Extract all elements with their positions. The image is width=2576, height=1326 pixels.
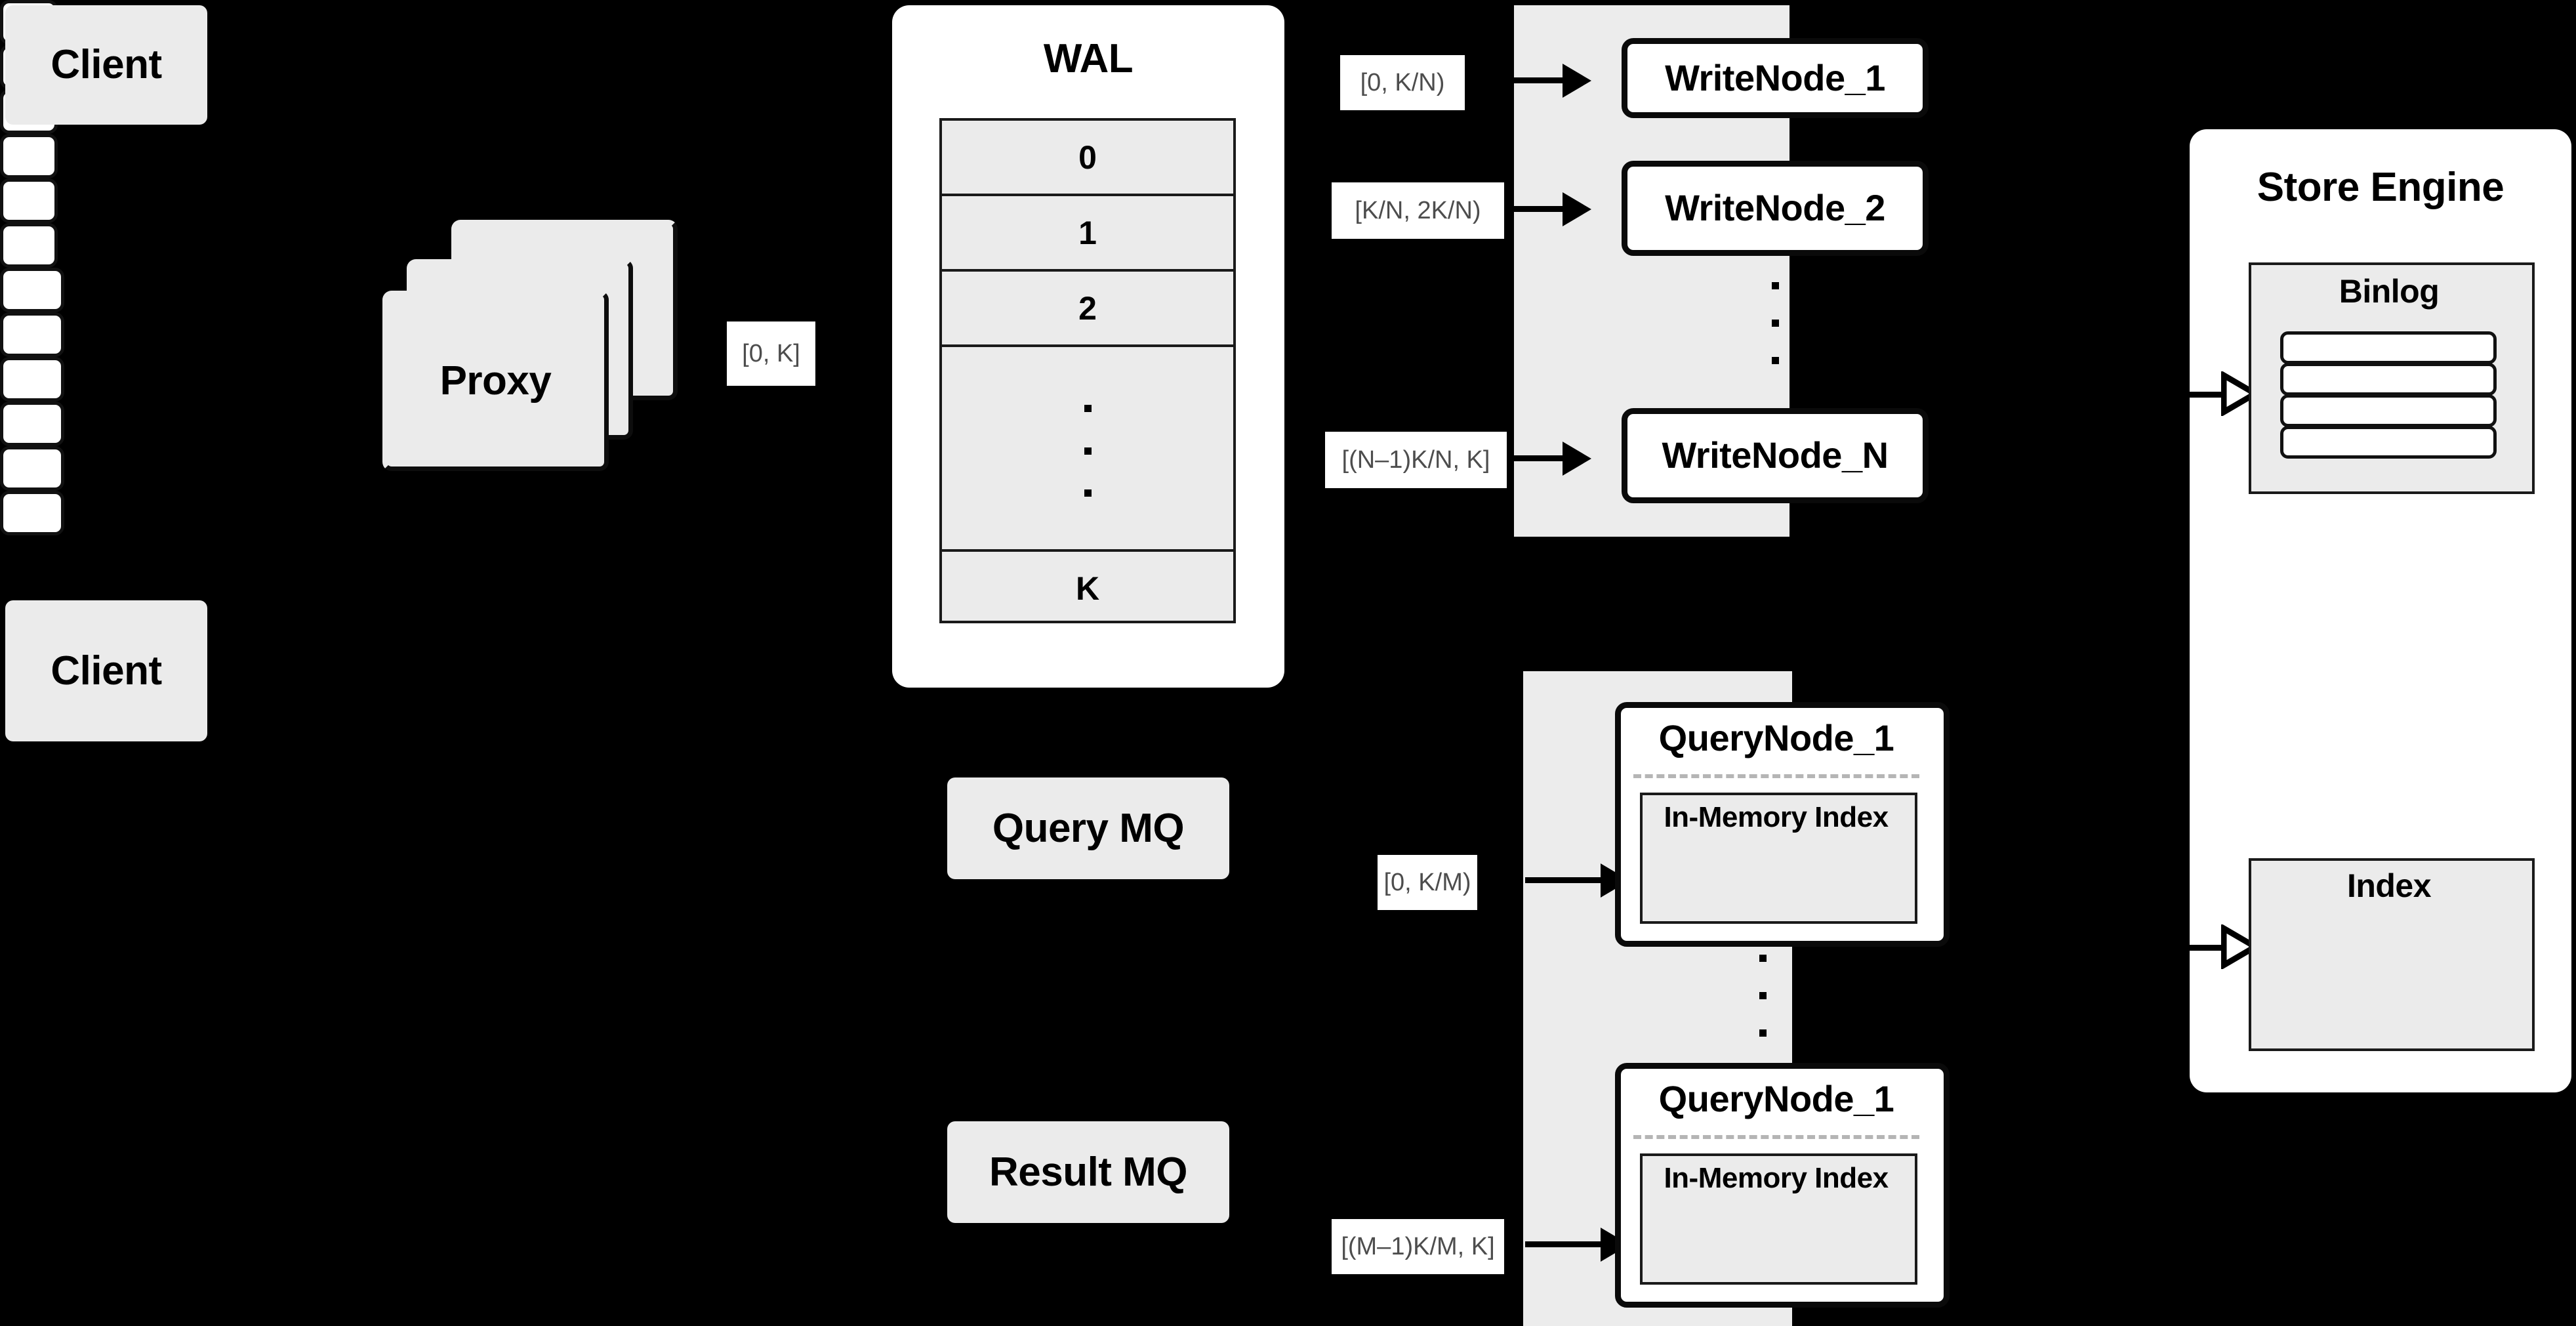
index-slot-r0c0[interactable] <box>0 268 64 312</box>
edge-label-proxy-to-wal: [0, K] <box>727 321 815 386</box>
index-slot-r0c2[interactable] <box>0 357 64 402</box>
write-node-2-label: WriteNode_2 <box>1665 187 1885 229</box>
write-node-n[interactable]: WriteNode_N <box>1622 408 1929 503</box>
query-node-m-segment-0[interactable] <box>0 134 58 178</box>
binlog-bar-3[interactable] <box>2280 426 2497 459</box>
index-slot-r1c2[interactable] <box>0 491 64 535</box>
arrow-line-to-index <box>2183 945 2224 951</box>
write-node-1-label: WriteNode_1 <box>1665 56 1885 98</box>
index-title: Index <box>2346 867 2432 904</box>
wal-row-2: 2 <box>942 272 1233 347</box>
query-node-1-memory-index-title: In-Memory Index <box>1664 800 1889 833</box>
wal-title: WAL <box>1043 36 1134 82</box>
arrow-head-writenode-n <box>1563 442 1591 476</box>
wal-row-K: K <box>1075 570 1100 607</box>
query-group-ellipsis-icon <box>1759 955 1767 1037</box>
arrow-head-hollow-binlog-icon <box>2221 371 2258 416</box>
arrow-line-querynode-1 <box>1525 877 1601 883</box>
store-engine-title: Store Engine <box>2257 165 2504 211</box>
arrow-head-writenode-2 <box>1563 192 1591 226</box>
write-node-n-label: WriteNode_N <box>1662 434 1889 476</box>
index-slot-r0c1[interactable] <box>0 312 64 357</box>
arrow-line-to-binlog <box>2183 392 2224 398</box>
index-box <box>2249 858 2535 1051</box>
query-node-1-divider <box>1633 774 1919 778</box>
query-node-m-segment-1[interactable] <box>0 178 58 223</box>
query-node-m-memory-index-title: In-Memory Index <box>1664 1161 1889 1194</box>
query-mq-label: Query MQ <box>992 805 1185 851</box>
query-node-m-label: QueryNode_1 <box>1658 1077 1894 1119</box>
binlog-bar-2[interactable] <box>2280 394 2497 427</box>
proxy-card-front[interactable]: Proxy <box>382 291 609 471</box>
wal-row-0: 0 <box>942 121 1233 196</box>
edge-label-writenode-1: [0, K/N) <box>1340 55 1465 110</box>
edge-label-querynode-1: [0, K/M) <box>1378 855 1477 910</box>
write-group-ellipsis-icon <box>1771 282 1779 364</box>
arrow-head-hollow-index-icon <box>2221 924 2258 969</box>
client-label-1: Client <box>51 42 162 88</box>
binlog-title: Binlog <box>2339 272 2440 310</box>
query-node-m-memory-index <box>1640 1153 1917 1285</box>
wal-row-ellipsis <box>942 347 1233 552</box>
edge-label-writenode-2: [K/N, 2K/N) <box>1332 182 1504 239</box>
binlog-bar-0[interactable] <box>2280 331 2497 364</box>
client-box-1[interactable]: Client <box>5 5 207 125</box>
wal-row-1: 1 <box>942 196 1233 272</box>
client-box-2[interactable]: Client <box>5 600 207 741</box>
wal-rows: 0 1 2 K <box>939 118 1236 623</box>
index-slot-r1c1[interactable] <box>0 446 64 491</box>
query-node-1-memory-index <box>1640 793 1917 924</box>
query-node-m-divider <box>1633 1135 1919 1139</box>
index-slot-r1c0[interactable] <box>0 402 64 446</box>
result-mq-box[interactable]: Result MQ <box>947 1121 1229 1223</box>
wal-ellipsis-icon <box>1084 405 1092 497</box>
arrow-line-writenode-n <box>1509 455 1563 461</box>
query-node-1-label: QueryNode_1 <box>1658 716 1894 758</box>
result-mq-label: Result MQ <box>989 1149 1188 1195</box>
query-node-m-segment-2[interactable] <box>0 223 58 268</box>
proxy-label: Proxy <box>440 358 552 404</box>
arrow-head-writenode-1 <box>1563 64 1591 98</box>
arrow-line-querynode-m <box>1525 1241 1601 1247</box>
write-node-2[interactable]: WriteNode_2 <box>1622 161 1929 256</box>
client-label-2: Client <box>51 648 162 694</box>
query-mq-box[interactable]: Query MQ <box>947 777 1229 879</box>
edge-label-writenode-n: [(N–1)K/N, K] <box>1325 432 1507 488</box>
arrow-line-writenode-2 <box>1509 206 1563 212</box>
write-node-1[interactable]: WriteNode_1 <box>1622 38 1929 118</box>
arrow-line-writenode-1 <box>1471 77 1563 83</box>
binlog-bar-1[interactable] <box>2280 363 2497 396</box>
edge-label-querynode-m: [(M–1)K/M, K] <box>1332 1219 1504 1274</box>
